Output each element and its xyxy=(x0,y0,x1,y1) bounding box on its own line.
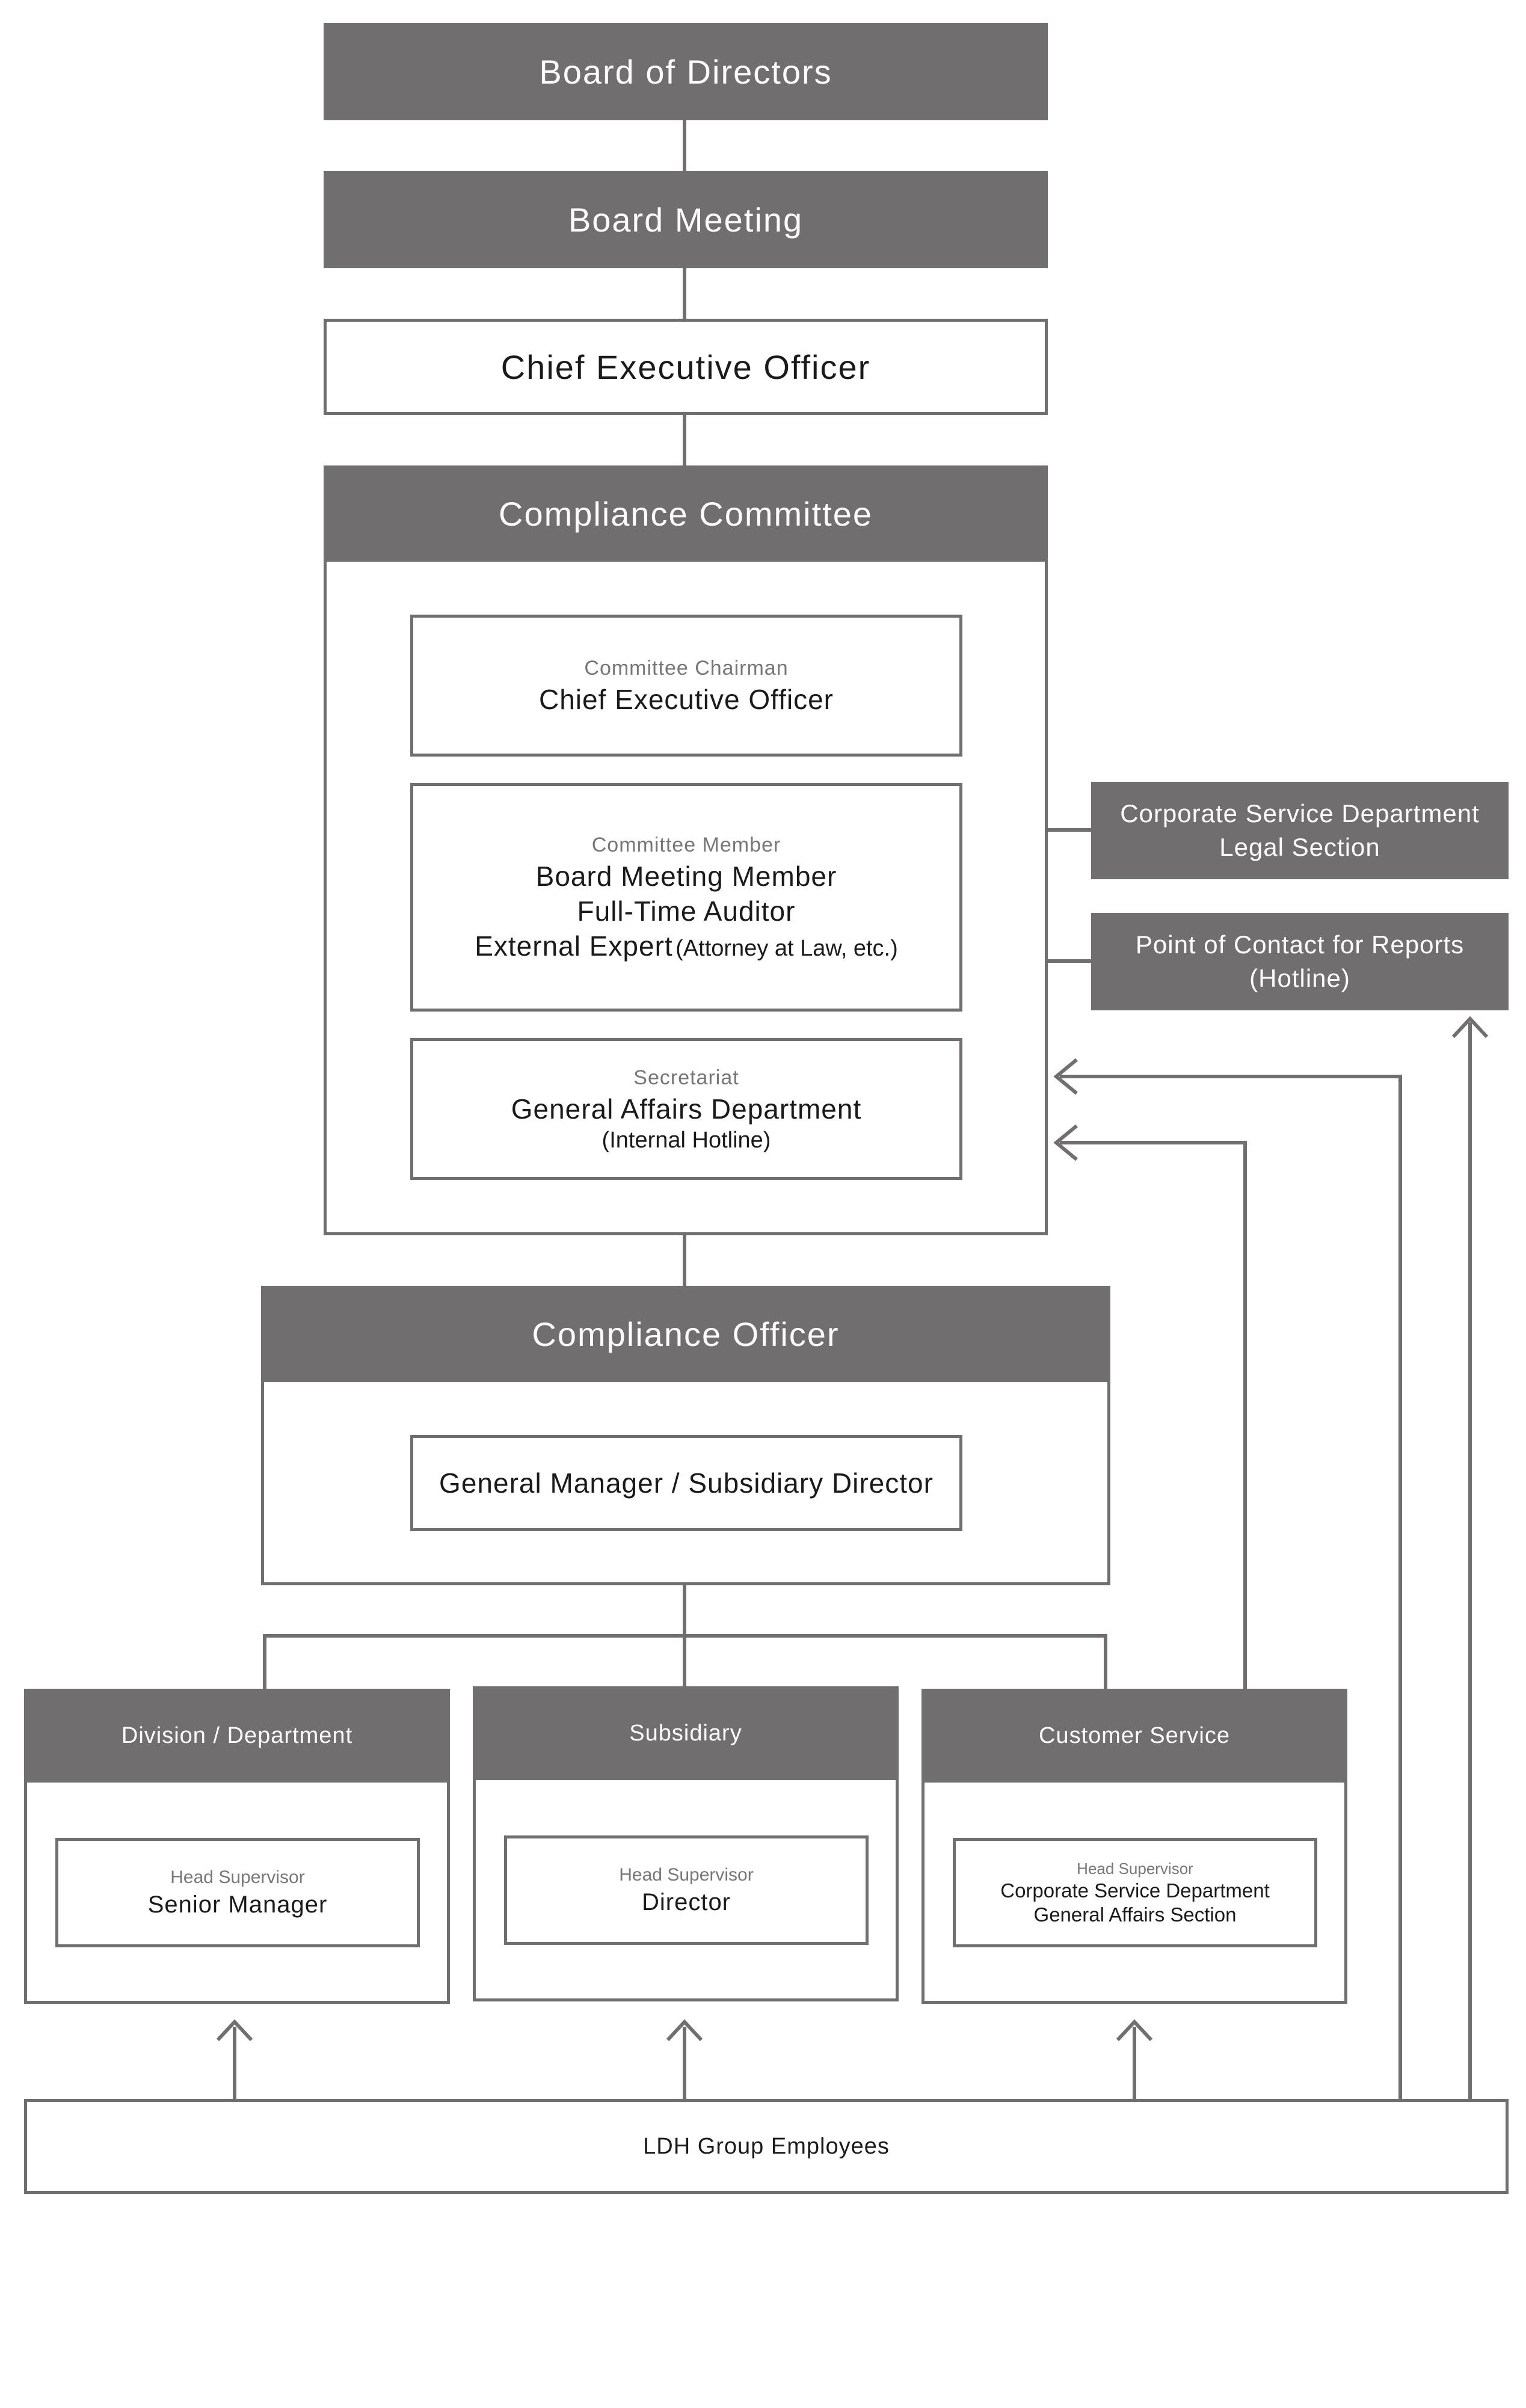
customer-service-supervisor-label: Head Supervisor xyxy=(1077,1860,1193,1878)
subsidiary-supervisor-box: Head Supervisor Director xyxy=(504,1835,869,1945)
compliance-officer-value-box: General Manager / Subsidiary Director xyxy=(410,1435,962,1531)
board-of-directors-box: Board of Directors xyxy=(324,23,1048,120)
committee-chairman-label: Committee Chairman xyxy=(584,657,789,680)
secretariat-note: (Internal Hotline) xyxy=(601,1128,771,1153)
subsidiary-supervisor-value: Director xyxy=(641,1889,731,1915)
subsidiary-unit-header: Subsidiary xyxy=(473,1686,899,1780)
division-supervisor-box: Head Supervisor Senior Manager xyxy=(55,1838,420,1947)
secretariat-value: General Affairs Department xyxy=(511,1093,862,1125)
committee-chairman-box: Committee Chairman Chief Executive Offic… xyxy=(410,615,962,757)
division-unit-title: Division / Department xyxy=(121,1722,353,1748)
division-unit-header: Division / Department xyxy=(24,1689,450,1783)
subsidiary-unit-title: Subsidiary xyxy=(629,1720,742,1746)
arrowhead-committee-upper xyxy=(1053,1058,1078,1095)
arrowhead-customer-service xyxy=(1116,2019,1153,2042)
secretariat-label: Secretariat xyxy=(633,1066,739,1089)
compliance-officer-value: General Manager / Subsidiary Director xyxy=(439,1467,934,1499)
legal-section-line: Legal Section xyxy=(1219,833,1380,861)
subsidiary-supervisor-label: Head Supervisor xyxy=(619,1865,754,1885)
arrowhead-subsidiary xyxy=(666,2019,703,2042)
customer-service-supervisor-value: Corporate Service Department xyxy=(1000,1879,1270,1902)
ceo-label: Chief Executive Officer xyxy=(500,348,871,386)
arrowhead-committee-lower xyxy=(1053,1124,1078,1161)
compliance-officer-header: Compliance Officer xyxy=(261,1286,1110,1382)
customer-service-supervisor-box: Head Supervisor Corporate Service Depart… xyxy=(953,1838,1317,1947)
hotline-box: Point of Contact for Reports (Hotline) xyxy=(1091,913,1509,1010)
division-supervisor-value: Senior Manager xyxy=(147,1891,328,1918)
secretariat-box: Secretariat General Affairs Department (… xyxy=(410,1038,962,1180)
board-meeting-box: Board Meeting xyxy=(324,171,1048,268)
compliance-officer-title: Compliance Officer xyxy=(532,1315,840,1353)
arrowhead-division xyxy=(216,2019,253,2042)
board-of-directors-label: Board of Directors xyxy=(539,52,832,91)
employees-label: LDH Group Employees xyxy=(643,2133,890,2159)
customer-service-unit-header: Customer Service xyxy=(921,1689,1347,1783)
committee-member-line: External Expert xyxy=(475,930,673,962)
customer-service-to-committee-line xyxy=(1060,1141,1247,1689)
division-supervisor-label: Head Supervisor xyxy=(170,1867,305,1887)
legal-section-line: Corporate Service Department xyxy=(1120,799,1480,828)
hotline-line: (Hotline) xyxy=(1249,964,1350,992)
compliance-committee-title: Compliance Committee xyxy=(499,494,873,533)
hotline-line: Point of Contact for Reports xyxy=(1135,930,1465,959)
committee-member-label: Committee Member xyxy=(591,834,781,856)
committee-member-line: Full-Time Auditor xyxy=(577,895,796,927)
committee-member-box: Committee Member Board Meeting Member Fu… xyxy=(410,783,962,1012)
legal-section-box: Corporate Service Department Legal Secti… xyxy=(1091,782,1509,879)
ceo-box: Chief Executive Officer xyxy=(324,319,1048,415)
board-meeting-label: Board Meeting xyxy=(568,200,804,239)
arrowhead-hotline xyxy=(1451,1016,1489,1039)
committee-chairman-value: Chief Executive Officer xyxy=(538,684,834,715)
committee-member-line: Board Meeting Member xyxy=(535,861,837,892)
committee-member-note: (Attorney at Law, etc.) xyxy=(675,936,898,961)
employees-to-committee-line xyxy=(1060,1075,1402,2099)
employees-box: LDH Group Employees xyxy=(24,2099,1509,2194)
compliance-committee-header: Compliance Committee xyxy=(324,465,1048,562)
customer-service-unit-title: Customer Service xyxy=(1039,1722,1230,1748)
customer-service-supervisor-value: General Affairs Section xyxy=(1033,1903,1237,1926)
